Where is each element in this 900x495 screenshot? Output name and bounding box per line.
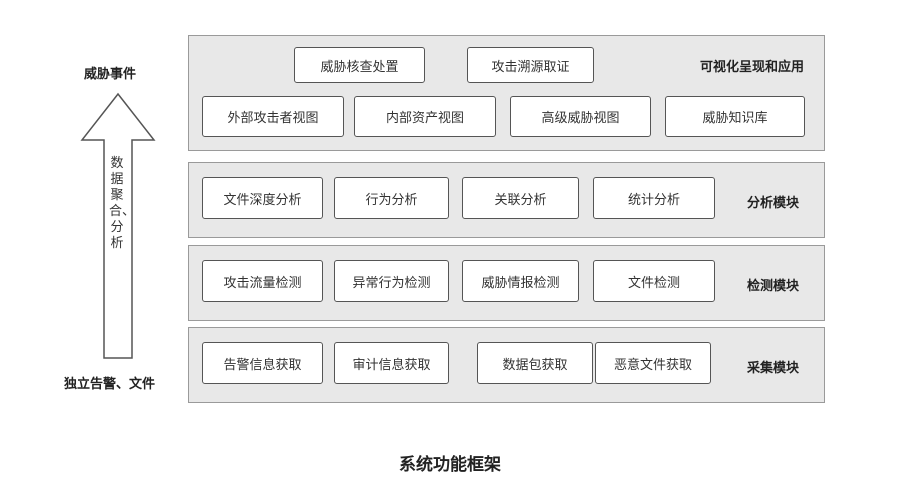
internal-asset-view-box: 内部资产视图 [354,96,496,137]
packet-capture-box: 数据包获取 [477,342,593,384]
advanced-threat-view-box: 高级威胁视图 [510,96,651,137]
attack-traffic-detection-box: 攻击流量检测 [202,260,323,302]
detection-layer-label: 检测模块 [747,279,800,294]
analysis-layer-label: 分析模块 [747,196,800,211]
figure-caption: 系统功能框架 [399,455,501,475]
external-attacker-view-box: 外部攻击者视图 [202,96,344,137]
correlation-analysis-box: 关联分析 [462,177,579,219]
file-detection-box: 文件检测 [593,260,715,302]
threat-intel-detection-box: 威胁情报检测 [462,260,579,302]
detection-layer: 攻击流量检测 异常行为检测 威胁情报检测 文件检测 检测模块 [188,245,825,321]
collection-layer: 告警信息获取 审计信息获取 数据包获取 恶意文件获取 采集模块 [188,327,825,403]
threat-knowledge-base-box: 威胁知识库 [665,96,805,137]
visualization-layer: 威胁核查处置 攻击溯源取证 可视化呈现和应用 外部攻击者视图 内部资产视图 高级… [188,35,825,151]
top-side-label: 威胁事件 [84,67,137,82]
anomalous-behavior-detection-box: 异常行为检测 [334,260,449,302]
bottom-side-label: 独立告警、文件 [64,377,156,392]
audit-info-collection-box: 审计信息获取 [334,342,449,384]
arrow-text: 数据聚合、分析 [109,156,136,251]
threat-verification-box: 威胁核查处置 [294,47,425,83]
collection-layer-label: 采集模块 [747,361,800,376]
file-deep-analysis-box: 文件深度分析 [202,177,323,219]
behavior-analysis-box: 行为分析 [334,177,449,219]
attack-tracing-box: 攻击溯源取证 [467,47,594,83]
malicious-file-collection-box: 恶意文件获取 [595,342,711,384]
visualization-layer-label: 可视化呈现和应用 [700,60,805,75]
statistical-analysis-box: 统计分析 [593,177,715,219]
alert-info-collection-box: 告警信息获取 [202,342,323,384]
analysis-layer: 文件深度分析 行为分析 关联分析 统计分析 分析模块 [188,162,825,238]
data-aggregation-arrow [80,92,156,359]
